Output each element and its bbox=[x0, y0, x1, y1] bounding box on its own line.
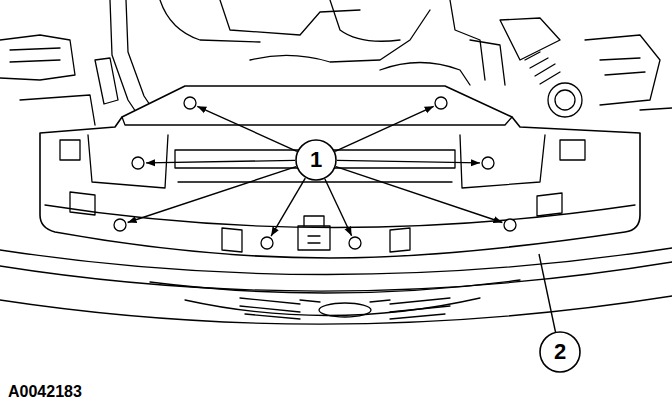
callout-number: 2 bbox=[554, 341, 566, 363]
figure-id: A0042183 bbox=[8, 384, 82, 400]
callout-number: 1 bbox=[310, 149, 322, 171]
